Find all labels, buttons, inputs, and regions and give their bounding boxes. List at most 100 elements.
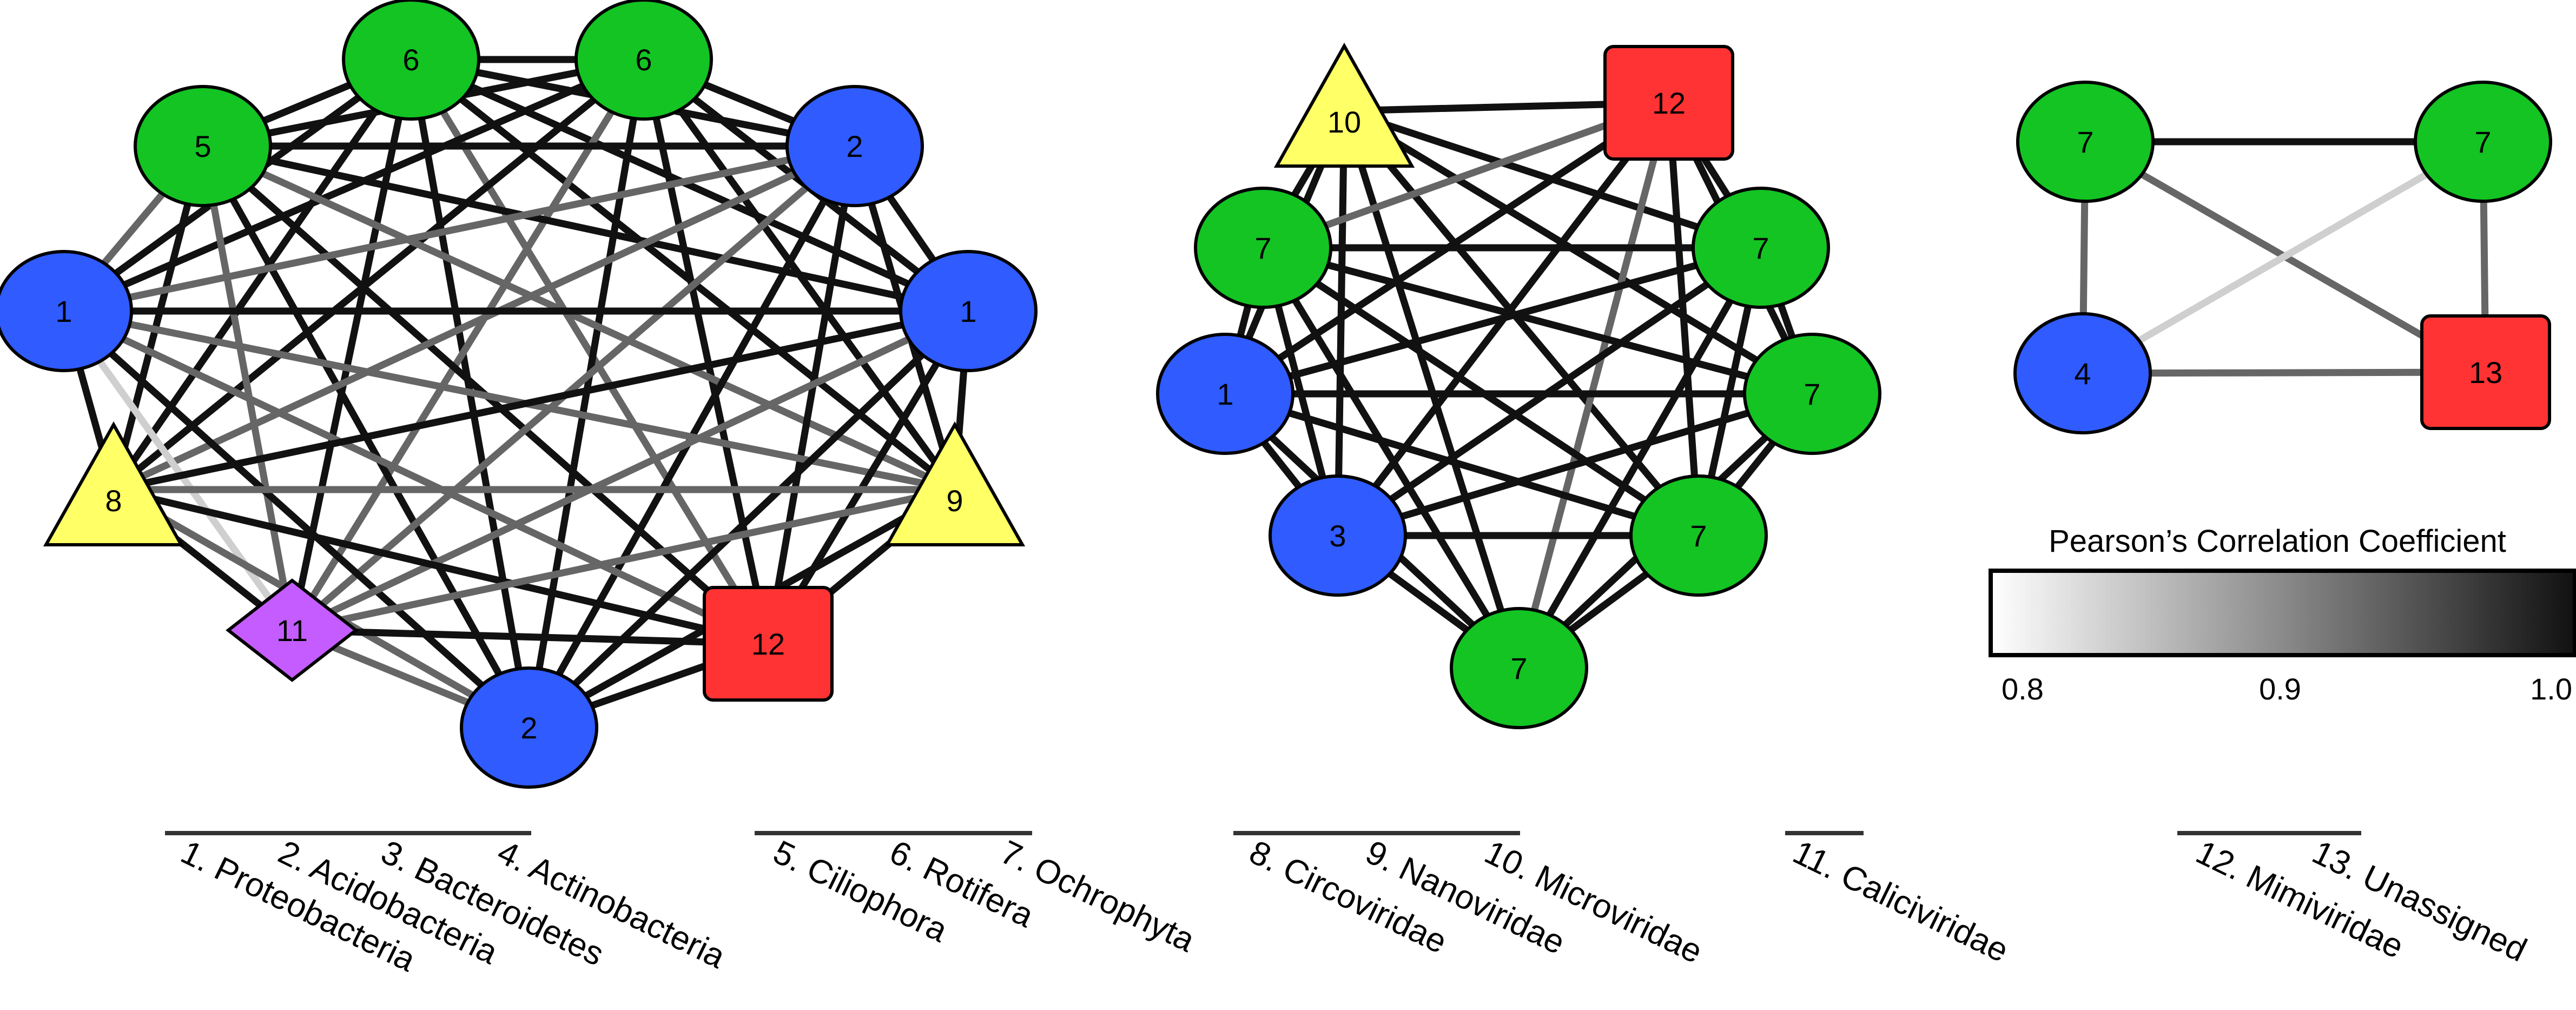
node-s7a: 7 — [2016, 81, 2155, 203]
node-n1b: 1 — [899, 250, 1038, 372]
node-m7c: 7 — [1743, 333, 1881, 455]
node-s13: 13 — [2420, 314, 2551, 430]
edge-n6a-n12 — [408, 57, 771, 646]
node-label: 4 — [2074, 357, 2091, 391]
node-label: 9 — [946, 484, 963, 518]
edge-n11-n12 — [292, 626, 769, 648]
node-label: 7 — [1804, 377, 1820, 411]
node-label: 1 — [55, 294, 72, 328]
edge-m7a-m7c — [1262, 244, 1813, 398]
node-n6a: 6 — [342, 0, 480, 121]
node-triangle — [884, 421, 1026, 546]
node-label: 1 — [960, 294, 976, 328]
edge-m10-m3 — [1334, 110, 1348, 536]
node-m7b: 7 — [1692, 187, 1830, 309]
node-square — [703, 586, 834, 702]
edge-n2a-n12 — [764, 145, 858, 645]
node-label: 12 — [1652, 86, 1686, 120]
edge-n8-n12 — [113, 486, 769, 648]
node-ellipse — [1450, 607, 1588, 729]
edge-n2a-n11 — [289, 143, 857, 633]
node-ellipse — [574, 0, 713, 121]
legend-item: 8. Circoviridae — [1244, 834, 1452, 961]
node-label: 6 — [402, 43, 419, 77]
node-label: 11 — [276, 613, 308, 648]
node-label: 5 — [194, 129, 211, 163]
edge-n2a-n1a — [63, 142, 856, 315]
edge-m7b-m7e — [1516, 246, 1764, 670]
node-n11: 11 — [226, 578, 359, 682]
network-3-nodes: 7 7 4 13 — [2013, 81, 2552, 434]
edge-n5-n9 — [201, 143, 956, 493]
node-label: 2 — [846, 129, 863, 163]
node-label: 1 — [1217, 377, 1233, 411]
colorbar-gradient — [1989, 569, 2576, 657]
node-label: 12 — [751, 627, 785, 661]
legend-item: 11. Caliciviridae — [1787, 834, 2014, 970]
node-ellipse — [1743, 333, 1881, 455]
colorbar-legend: Pearson’s Correlation Coefficient 0.8 0.… — [1989, 524, 2576, 706]
node-s4: 4 — [2013, 312, 2152, 434]
node-m7a: 7 — [1194, 187, 1332, 309]
edge-m10-m7c — [1342, 108, 1814, 397]
node-m1: 1 — [1156, 333, 1294, 455]
node-ellipse — [1629, 474, 1768, 597]
edge-n5-n1b — [202, 142, 969, 315]
node-square — [2420, 314, 2551, 430]
node-m3: 3 — [1269, 474, 1407, 597]
node-label: 7 — [2474, 125, 2491, 159]
edge-n6b-n12 — [640, 58, 772, 645]
node-label: 7 — [1752, 231, 1769, 265]
node-ellipse — [899, 250, 1038, 372]
node-ellipse — [1692, 187, 1830, 309]
node-n12: 12 — [703, 586, 834, 702]
edge-m7c-m3 — [1337, 390, 1813, 539]
node-n1a: 1 — [0, 250, 133, 372]
edge-s7b-s4 — [2080, 138, 2485, 377]
node-ellipse — [134, 85, 272, 207]
edge-m12-m7a — [1261, 99, 1670, 252]
node-label: 3 — [1329, 519, 1346, 553]
node-m12: 12 — [1603, 45, 1734, 161]
node-ellipse — [1269, 474, 1407, 597]
edge-n1b-n11 — [290, 308, 970, 633]
node-m7e: 7 — [1450, 607, 1588, 729]
edge-n5-n11 — [199, 145, 296, 631]
node-label: 13 — [2469, 355, 2502, 390]
node-n5: 5 — [134, 85, 272, 207]
node-label: 7 — [1690, 519, 1707, 553]
edge-n1b-n8 — [113, 307, 969, 493]
edge-n6b-n1a — [62, 56, 645, 314]
network-2: 10 12 7 7 1 7 3 7 7 — [1156, 42, 1881, 729]
node-ellipse — [1156, 333, 1294, 455]
node-triangle — [1273, 42, 1415, 168]
node-ellipse — [460, 666, 598, 789]
node-label: 7 — [2077, 125, 2093, 159]
edge-m10-m7e — [1340, 110, 1523, 669]
node-triangle — [43, 421, 184, 546]
node-n9: 9 — [884, 421, 1026, 546]
node-label: 6 — [635, 43, 652, 77]
node-diamond — [226, 578, 359, 682]
colorbar-tick-1-0: 1.0 — [2530, 672, 2572, 706]
colorbar-tick-0-9: 0.9 — [2259, 672, 2301, 706]
edge-n6a-n1b — [409, 56, 970, 314]
edge-n9-n11 — [291, 486, 956, 634]
edge-n1a-n11 — [61, 309, 295, 632]
node-m7d: 7 — [1629, 474, 1768, 597]
edge-m12-m7d — [1665, 102, 1702, 536]
node-m10: 10 — [1273, 42, 1415, 168]
node-s7b: 7 — [2414, 81, 2552, 203]
edge-n2a-n8 — [112, 143, 856, 493]
edge-n6a-n9 — [408, 56, 957, 493]
edge-m7b-m1 — [1224, 244, 1762, 398]
node-label: 7 — [1510, 651, 1527, 685]
node-n8: 8 — [43, 421, 184, 546]
node-ellipse — [2016, 81, 2155, 203]
edge-n6a-n8 — [110, 57, 414, 492]
edge-m7a-m7e — [1260, 246, 1522, 670]
node-ellipse — [2013, 312, 2152, 434]
